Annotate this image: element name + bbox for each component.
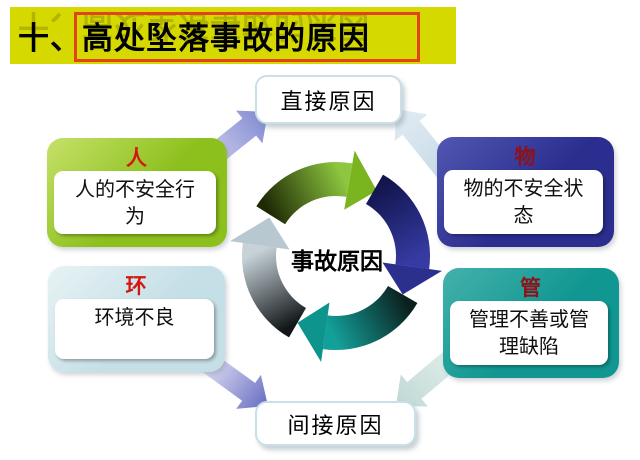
cycle-arc-teal-arrowhead — [297, 302, 330, 362]
indirect-cause-box: 间接原因 — [255, 401, 416, 446]
center-label: 事故原因 — [291, 249, 383, 274]
node-header: 人 — [126, 146, 148, 170]
cycle-arc-green — [256, 161, 353, 225]
node-inner-panel: 物的不安全状态 — [444, 170, 603, 234]
node-header: 环 — [125, 274, 148, 298]
cycle-arc-navy — [366, 174, 431, 270]
cycle-arc-green-arrowhead — [344, 150, 377, 210]
node-body: 物的不安全状态 — [463, 178, 584, 227]
title-frame — [74, 12, 420, 62]
cause-node-environment: 环 环境不良 — [48, 266, 225, 372]
cause-node-man: 人 人的不安全行为 — [47, 138, 227, 247]
node-inner-panel: 环境不良 — [55, 299, 214, 359]
node-body: 管理不善或管理缺陷 — [469, 309, 589, 358]
node-body: 人的不安全行为 — [75, 179, 195, 228]
title-prefix: 十、 — [18, 21, 82, 56]
cycle-arc-gray — [241, 242, 306, 338]
page-title: 十、高处坠落事故的原因 — [18, 13, 370, 58]
title-banner: 十、高处坠落事故的原因 十、高处坠落事故的原因 — [10, 7, 456, 64]
cycle-arc-teal — [322, 286, 418, 351]
direct-cause-box: 直接原因 — [255, 75, 402, 124]
node-header: 物 — [514, 145, 537, 169]
cycle-arc-gray-arrowhead — [230, 217, 290, 250]
node-header: 管 — [520, 276, 542, 300]
title-main: 高处坠落事故的原因 — [82, 21, 370, 56]
node-inner-panel: 人的不安全行为 — [54, 171, 216, 234]
cause-node-management: 管 管理不善或管理缺陷 — [443, 268, 619, 378]
cycle-arc-navy-arrowhead — [382, 262, 442, 295]
cause-node-object: 物 物的不安全状态 — [437, 137, 614, 247]
node-inner-panel: 管理不善或管理缺陷 — [450, 301, 608, 365]
node-body: 环境不良 — [94, 307, 175, 329]
